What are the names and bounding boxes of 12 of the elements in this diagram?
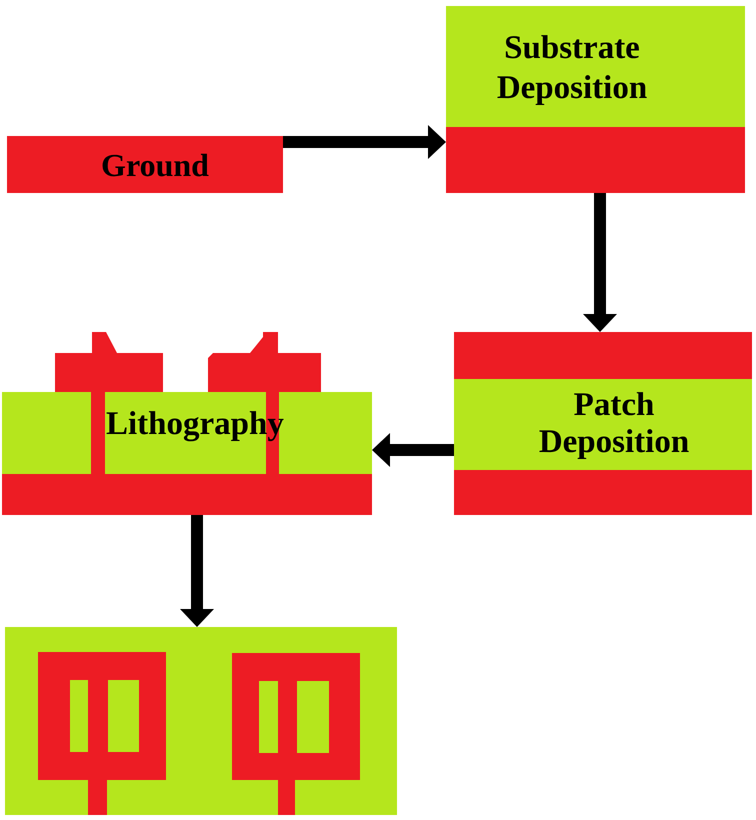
step-label: Patch Deposition — [538, 387, 690, 461]
layer-stack — [2, 332, 372, 515]
arrow — [583, 193, 617, 332]
patch-array-drawing — [5, 627, 397, 815]
step-label: Substrate Deposition — [496, 29, 648, 108]
arrow — [180, 515, 214, 627]
arrow — [372, 433, 454, 467]
ground-layer — [7, 136, 283, 193]
layer-stack — [454, 332, 752, 515]
arrow — [283, 125, 446, 159]
step-label: Ground — [101, 146, 209, 184]
layer-stack — [446, 6, 745, 193]
